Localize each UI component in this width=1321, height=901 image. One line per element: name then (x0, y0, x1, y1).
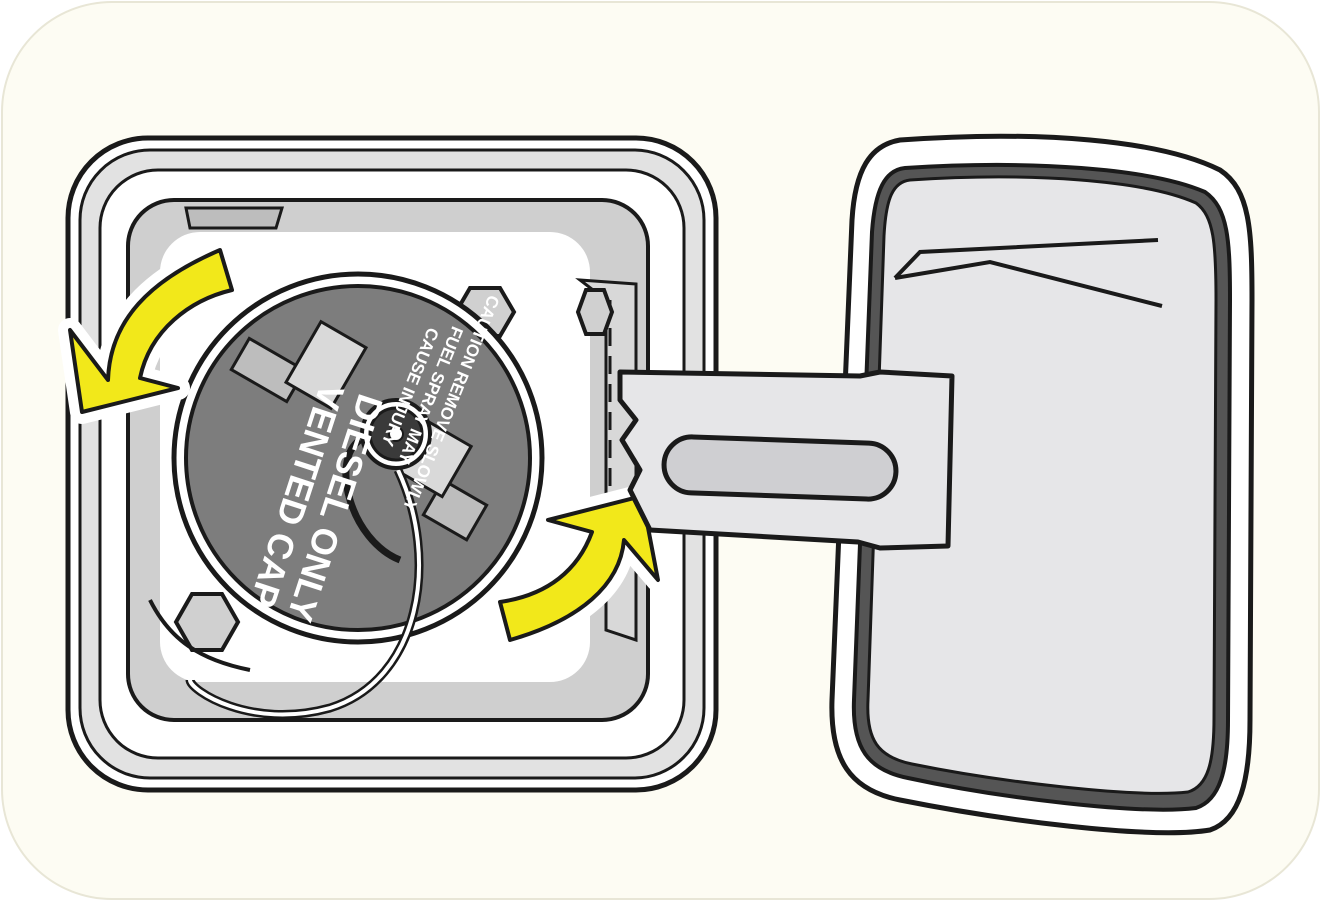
bolt-right (575, 288, 615, 336)
door-hinge-arm (617, 369, 955, 551)
bolt-bottom (173, 592, 241, 652)
fuel-cap: DIESEL ONLY VENTED CAP CAUTION REMOVE SL… (171, 271, 545, 719)
clockwise-arrow-icon (488, 484, 670, 652)
counterclockwise-arrow-icon (58, 238, 244, 424)
fuel-door (829, 133, 1255, 836)
